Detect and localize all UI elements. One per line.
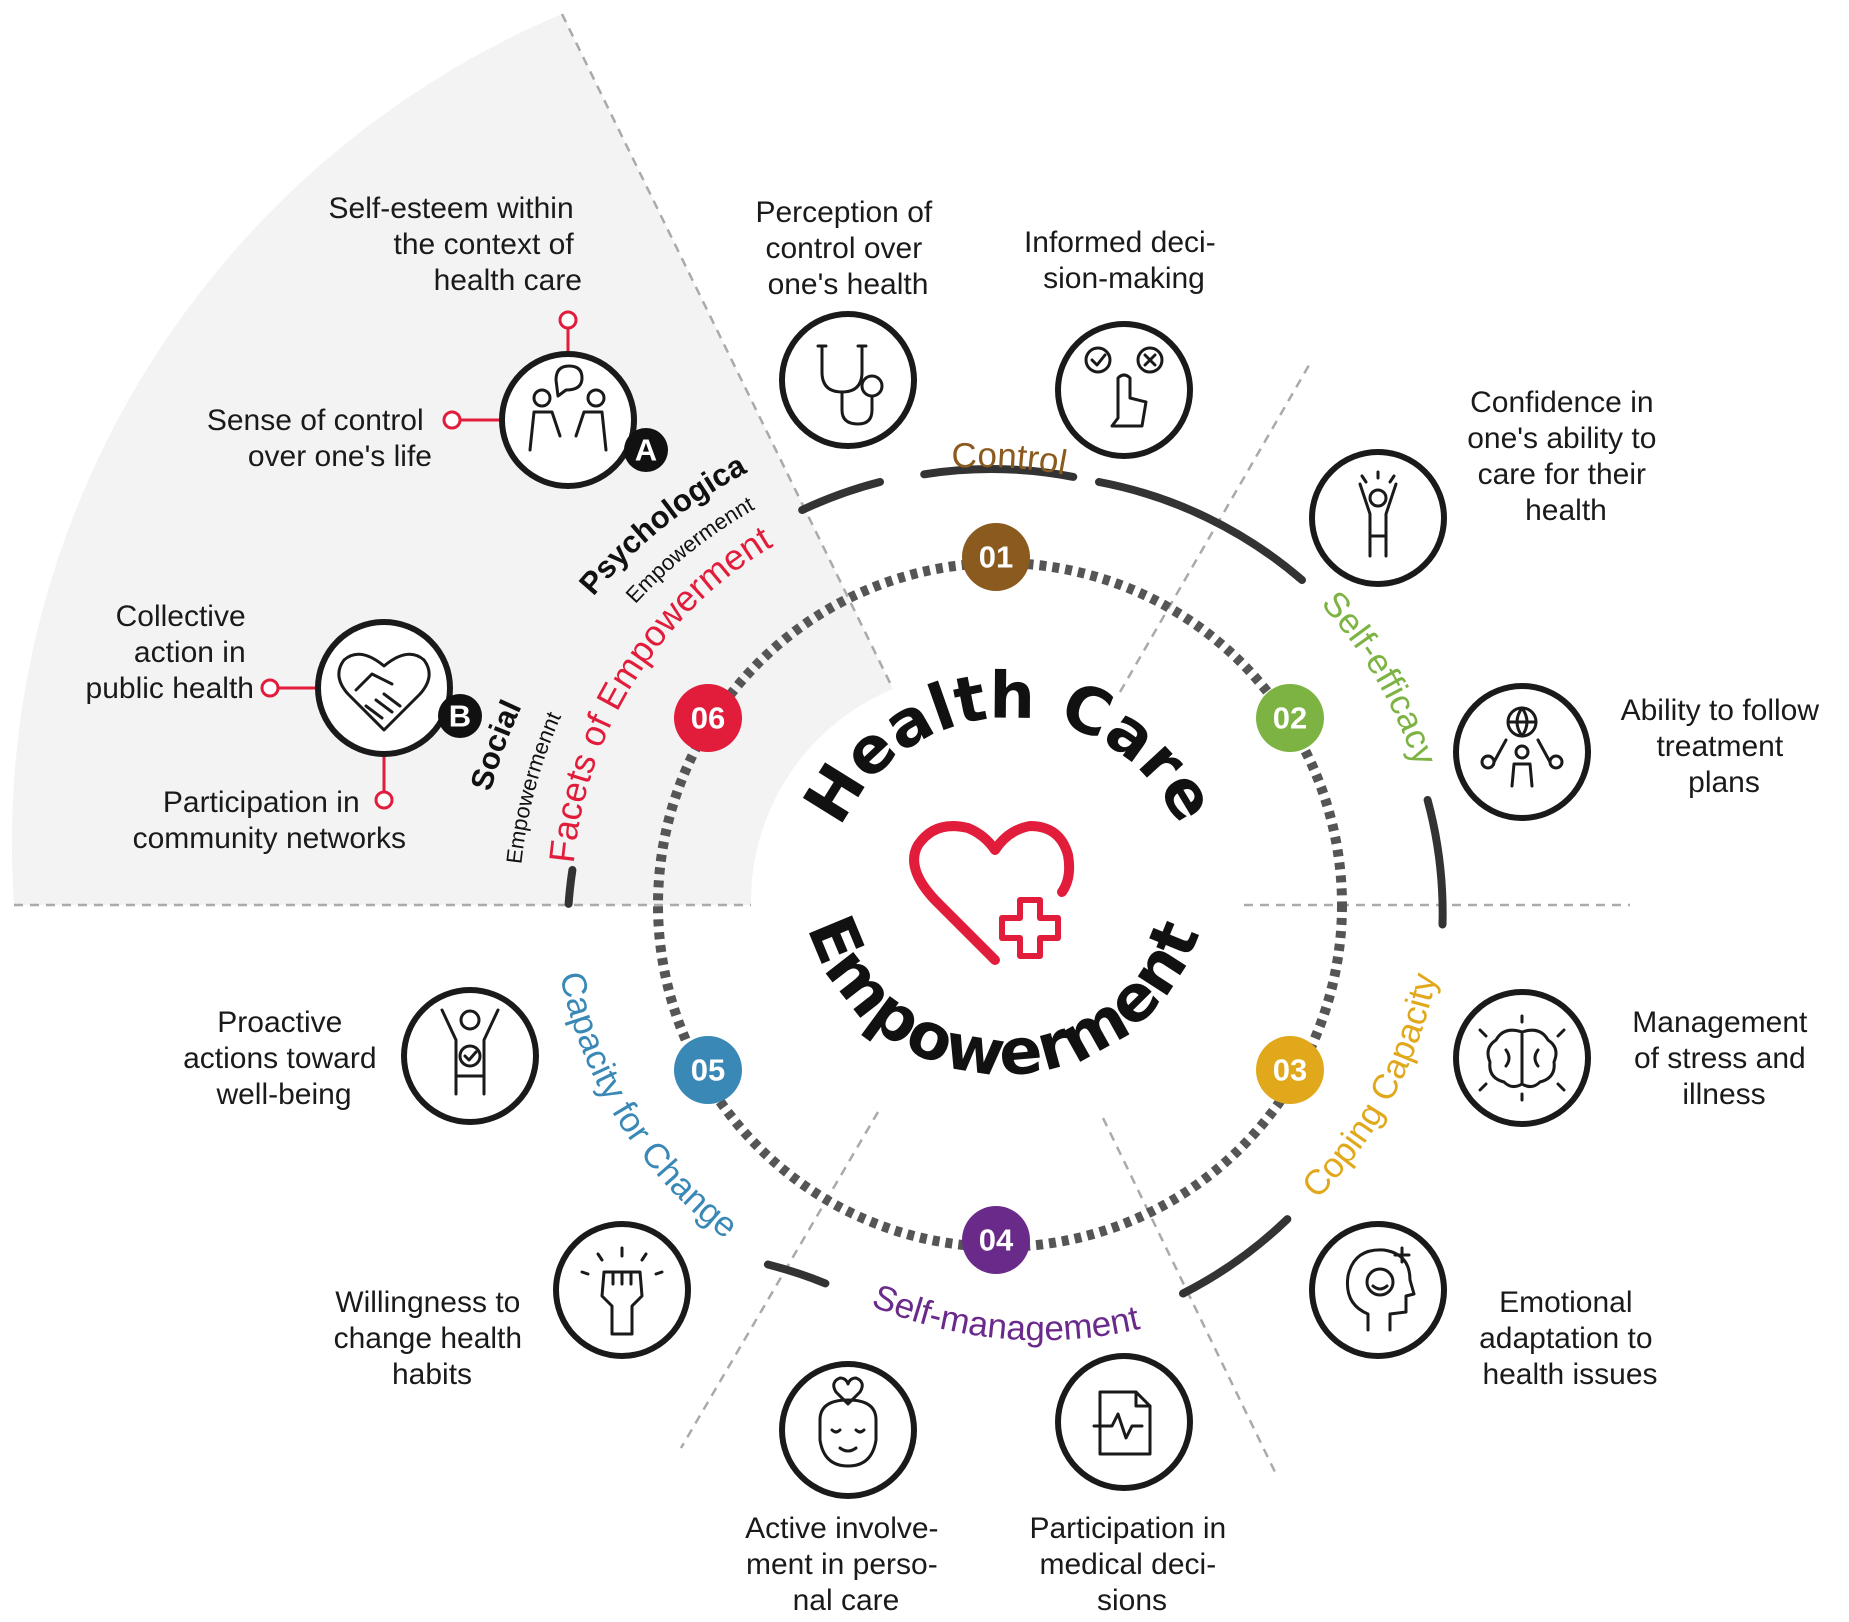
item-label-10: Proactive actions toward well-being — [183, 1006, 385, 1111]
facet-b-left-text: Collective action in public health — [86, 600, 254, 705]
badge-02 — [1256, 684, 1324, 752]
segment-label-self-efficacy: Self-efficacy — [1314, 584, 1445, 770]
facet-b-bottom-text: Participation in community networks — [133, 786, 406, 855]
medical-file-icon — [1055, 1353, 1193, 1491]
outer-ring-right — [1423, 796, 1447, 929]
item-icons — [401, 311, 1591, 1499]
badge-01 — [962, 523, 1030, 591]
psychosocial-sector-background — [11, 14, 893, 905]
item-label-4: Ability to follow treatment plans — [1621, 694, 1828, 799]
item-label-8: Active involve- ment in perso- nal care — [745, 1512, 947, 1617]
heart-handshake-icon — [315, 619, 453, 757]
item-label-5: Management of stress and illness — [1632, 1006, 1815, 1111]
item-label-2: Informed deci- sion-making — [1024, 226, 1224, 295]
outer-ring-control — [920, 465, 1078, 481]
heart-head-icon — [779, 1361, 917, 1499]
item-label-1: Perception of control over one's health — [755, 196, 940, 301]
svg-text:B: B — [449, 699, 471, 734]
svg-text:05: 05 — [691, 1053, 725, 1088]
raised-fist-icon — [553, 1221, 691, 1359]
outer-ring-left — [564, 866, 577, 908]
segment-label-self-management: Self-management — [867, 1277, 1143, 1349]
outer-ring-bottom-left — [763, 1260, 830, 1288]
heart-plus-icon — [909, 821, 1075, 965]
number-badges: 01 02 03 04 05 06 — [674, 523, 1324, 1274]
outer-ring-self-efficacy — [1095, 478, 1306, 584]
svg-text:02: 02 — [1273, 701, 1307, 736]
badge-b — [438, 694, 482, 738]
item-label-7: Participation in medical deci- sions — [1029, 1512, 1234, 1617]
badge-a — [624, 428, 668, 472]
wellbeing-person-icon — [401, 987, 539, 1125]
svg-text:03: 03 — [1273, 1053, 1307, 1088]
badge-03 — [1256, 1036, 1324, 1104]
facet-b: B — [260, 619, 482, 810]
people-talking-icon — [499, 351, 637, 489]
svg-text:04: 04 — [979, 1223, 1014, 1258]
badge-04 — [962, 1206, 1030, 1274]
svg-text:A: A — [635, 433, 657, 468]
outer-ring — [564, 465, 1447, 1298]
decision-icon — [1055, 321, 1193, 459]
item-label-3: Confidence in one's ability to care for … — [1467, 386, 1665, 527]
segment-label-capacity: Capacity for Change — [552, 968, 745, 1246]
raised-arms-person-icon — [1309, 449, 1447, 587]
divider-lines — [14, 13, 1630, 1473]
svg-text:06: 06 — [691, 701, 725, 736]
item-label-6: Emotional adaptation to health issues — [1479, 1286, 1661, 1391]
center-title: Health Care Empowerment — [790, 659, 1230, 1092]
facet-a: A — [442, 310, 668, 489]
globe-network-icon — [1453, 683, 1591, 821]
badge-06 — [674, 684, 742, 752]
facet-a-top-text: Self-esteem within the context of health… — [329, 192, 582, 297]
item-label-9: Willingness to change health habits — [334, 1286, 531, 1391]
outer-ring-top-left — [798, 478, 884, 514]
facet-a-left-text: Sense of control over one's life — [207, 404, 432, 473]
segment-label-control: Control — [951, 436, 1070, 483]
stethoscope-icon — [779, 311, 917, 449]
svg-text:01: 01 — [979, 540, 1013, 575]
badge-05 — [674, 1036, 742, 1104]
outer-ring-bottom-right — [1179, 1215, 1292, 1298]
